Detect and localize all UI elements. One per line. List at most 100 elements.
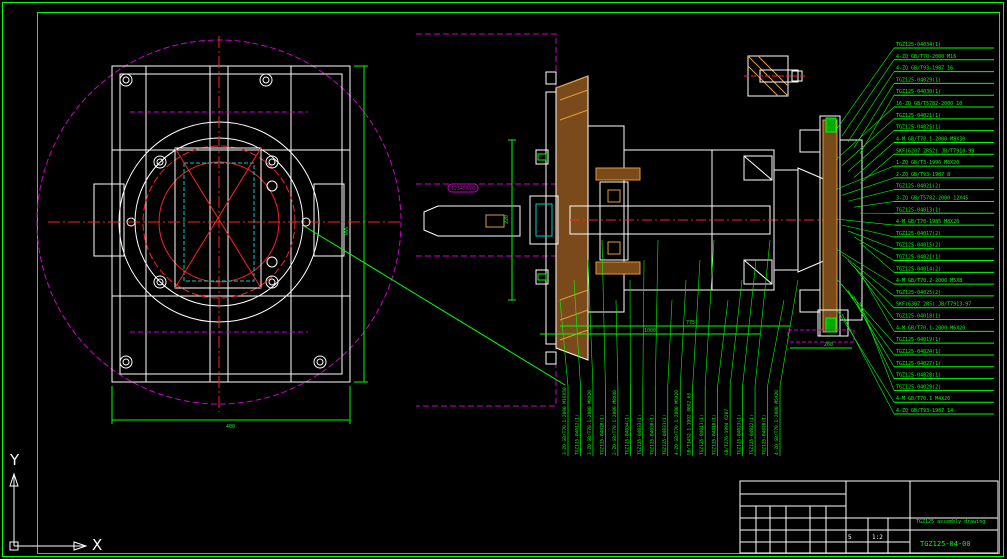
right-callout-leader	[859, 242, 895, 273]
bottom-callout-label: 3-ZQ GB/T70.1-2000 M16X50	[562, 387, 568, 455]
right-callout-label: TGZ125-04015(2)	[896, 243, 941, 249]
bottom-callout-leader	[573, 279, 581, 387]
right-callout-leader	[841, 118, 895, 166]
bottom-callout-leader	[601, 239, 606, 387]
plan-height-dimension: 380	[342, 226, 348, 235]
bottom-callout-label: TGZ125-04022(1)	[749, 414, 755, 455]
right-callout-leader	[835, 307, 895, 403]
right-callout-leader	[835, 47, 895, 131]
right-callout-label: TGZ125-04025(2)	[896, 290, 941, 296]
bottom-callout-label: 3-ZQ GB/T70.1-2000 M8X20	[587, 390, 593, 455]
right-callout-leader	[847, 189, 895, 202]
right-callout-label: TGZ125-04024(1)	[896, 349, 941, 355]
right-callout-list: TGZ125-04034(1)4-ZQ GB/T70-2000 M164-ZQ …	[835, 42, 994, 415]
side-height-dimension: 220	[504, 215, 510, 224]
bottom-callout-leader	[754, 239, 771, 387]
plan-view: 400 380	[36, 36, 402, 430]
right-callout-label: TGZ125-04019(1)	[896, 337, 941, 343]
bottom-callout-leader	[667, 299, 673, 387]
bottom-callout-leader	[779, 279, 799, 387]
bottom-callout-label: 4-ZQ GB/T70.1-2000 M5X20	[774, 390, 780, 455]
callout-tag: 12345678	[451, 186, 475, 192]
bottom-callout-label: TGZ125-04034(1)	[624, 414, 630, 455]
right-callout-leader	[835, 165, 895, 190]
right-callout-leader	[841, 284, 895, 356]
right-callout-label: TGZ125-04029(1)	[896, 77, 941, 83]
length-dimension-1: 775	[686, 320, 695, 326]
bottom-callout-label: TGZ125-04020(1)	[762, 414, 768, 455]
bottom-callout-leader	[767, 299, 785, 387]
bottom-callout-leader	[679, 279, 687, 387]
right-callout-label: TGZ125-04018(1)	[896, 314, 941, 320]
right-callout-label: 4-M GB/T70.1 M4X20	[896, 396, 950, 402]
bottom-callout-leader	[559, 299, 569, 387]
right-callout-label: 4-ZQ GB/T93-1987 14	[896, 408, 953, 414]
bottom-callout-leader	[642, 259, 645, 387]
right-callout-leader	[847, 290, 895, 367]
ucs-x-label: X	[92, 536, 103, 554]
right-callout-label: TGZ125-04013(1)	[896, 207, 941, 213]
bottom-callout-list: 3-ZQ GB/T70.1-2000 M16X50 TGZ125-04012(1)…	[559, 239, 799, 456]
bottom-callout-label: TGZ125-04023(1)	[737, 414, 743, 455]
bottom-callout-label: TGZ125-04012(1)	[574, 414, 580, 455]
right-callout-label: TGZ125-04034(1)	[896, 42, 941, 48]
right-callout-label: 4-M GB/T70-1985 M8X20	[896, 219, 959, 225]
right-callout-leader	[859, 272, 895, 332]
right-callout-label: TGZ125-04021(1)	[896, 255, 941, 261]
ucs-y-label: Y	[10, 451, 20, 469]
title-block[interactable]: TGZ125 assembly drawing TGZ125-04-00 1:2…	[739, 480, 999, 554]
right-callout-leader	[841, 59, 895, 137]
right-callout-leader	[847, 230, 895, 249]
right-callout-label: 4-M GB/T70.2-2000 M5X8	[896, 278, 962, 284]
right-callout-label: 3-ZQ GB/T5782-2000 12X45	[896, 195, 968, 201]
bottom-callout-label: GB/T276-1994 6207	[724, 409, 730, 455]
right-callout-label: 2-ZQ GB/T93-1987 8	[896, 172, 950, 178]
bottom-callout-leader	[615, 299, 619, 387]
length-dimension-2: 1000	[644, 328, 656, 334]
right-callout-label: 1-ZQ GB/T3-1996 M8X20	[896, 160, 959, 166]
right-callout-label: TGZ125-04021(1)	[896, 113, 941, 119]
plan-width-dimension: 400	[226, 424, 235, 430]
bottom-callout-leader	[587, 259, 594, 387]
bottom-callout-label: TGZ125-04033(1)	[637, 414, 643, 455]
right-callout-label: 4-ZQ GB/T93-1987 16	[896, 66, 953, 72]
bottom-callout-label: TGZ125-04030(1)	[649, 414, 655, 455]
right-callout-label: 16-ZQ GB/T5782-2000 10	[896, 101, 962, 107]
right-callout-leader	[853, 142, 895, 178]
bottom-callout-label: TGZ125-04010(1)	[712, 414, 718, 455]
right-callout-leader	[859, 302, 895, 391]
bottom-callout-leader	[704, 239, 715, 387]
ucs-axis-icon	[9, 472, 88, 551]
bottom-callout-label: GB/T3452.1-1992 80X2.65	[687, 392, 693, 455]
right-callout-leader	[847, 130, 895, 172]
section-leader	[303, 225, 566, 386]
right-callout-leader	[853, 266, 895, 320]
right-callout-leader	[835, 106, 895, 160]
right-callout-label: TGZ125-04014(2)	[896, 266, 941, 272]
bottom-callout-label: 2-ZQ GB/T70.1-2000 M8X40	[612, 390, 618, 455]
right-callout-leader	[835, 218, 895, 226]
right-callout-label: TGZ125-04025(1)	[896, 125, 941, 131]
drawing-name: TGZ125 assembly drawing	[916, 519, 985, 525]
right-callout-leader	[835, 248, 895, 285]
right-callout-leader	[847, 71, 895, 143]
bottom-callout-leader	[742, 259, 757, 387]
right-callout-label: TGZ125-04028(1)	[896, 373, 941, 379]
section-view: 12345678	[416, 33, 863, 407]
drawing-scale: 1:2	[872, 534, 883, 541]
bottom-callout-leader	[692, 259, 701, 387]
bottom-callout-label: TGZ125-04011(1)	[699, 414, 705, 455]
drawing-quantity: 5	[848, 534, 852, 541]
right-callout-leader	[841, 313, 895, 415]
drawing-number: TGZ125-04-00	[920, 540, 971, 548]
right-callout-leader	[841, 177, 895, 196]
bottom-callout-leader	[654, 239, 659, 387]
right-callout-label: TGZ125-04027(1)	[896, 361, 941, 367]
right-callout-label: SKF(6307 2RS) JB/T7913-97	[896, 302, 971, 308]
right-callout-leader	[859, 154, 895, 184]
right-callout-label: SKF(6207 2RS2) JB/T7910-99	[896, 148, 974, 154]
length-dimension-3: 260	[824, 342, 833, 348]
right-callout-label: 4-M GB/T70.1-2000 M8X30	[896, 136, 965, 142]
